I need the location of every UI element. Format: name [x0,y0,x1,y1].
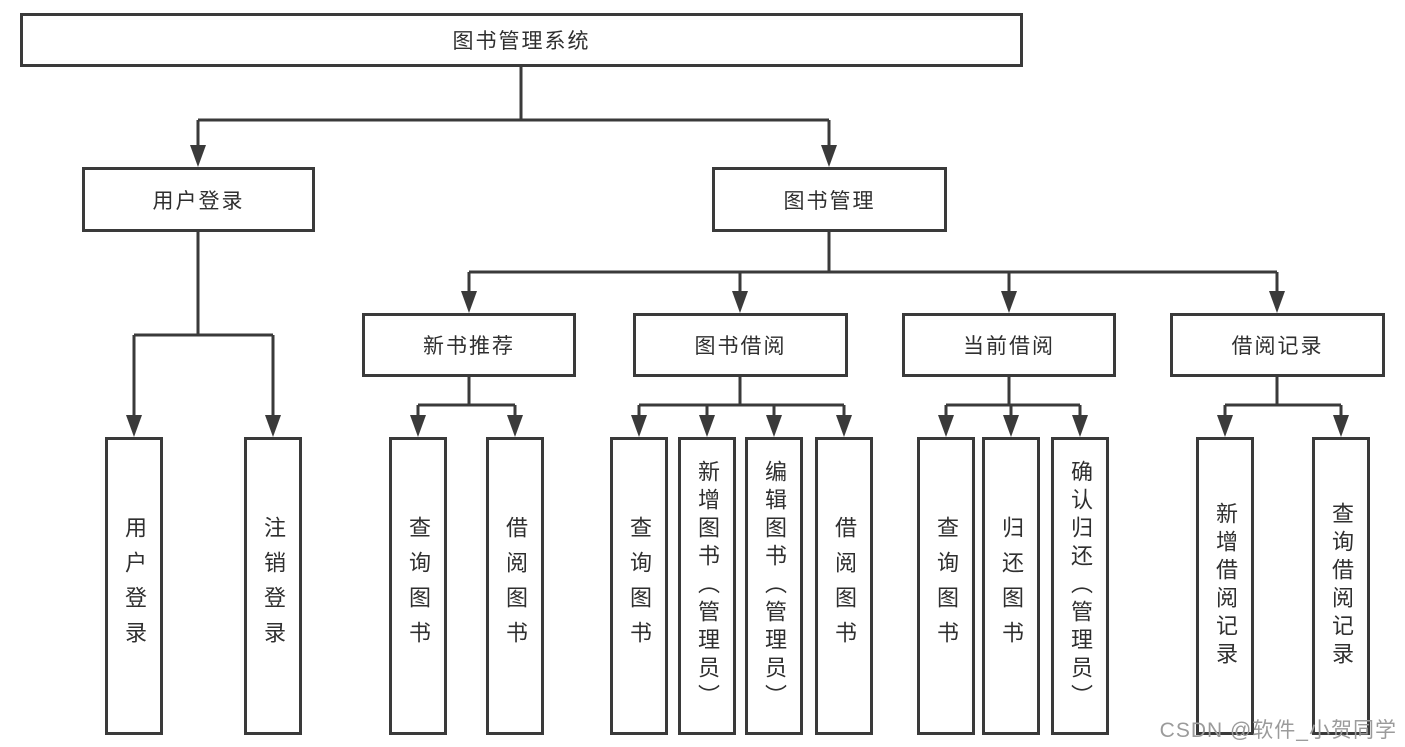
leaf-label: 用户登录 [122,516,147,656]
leaf-label: 注销登录 [261,516,286,656]
leaf-query-books-recommend: 查询图书 [389,437,447,735]
connector-root-to-level2 [190,67,837,167]
node-label: 借阅记录 [1231,335,1324,358]
leaf-label: 归还图书 [999,516,1024,656]
leaf-logout: 注销登录 [244,437,302,735]
leaf-label: 查询图书 [934,516,959,656]
leaf-add-borrow-record: 新增借阅记录 [1196,437,1254,735]
leaf-label: 新增图书（管理员） [695,460,720,712]
connector-book-management-to-level3 [461,232,1285,313]
node-book-borrow: 图书借阅 [633,313,848,377]
connector-borrow-records-to-leaves [1217,377,1349,437]
node-label: 图书管理系统 [452,30,591,53]
node-label: 图书借阅 [694,335,787,358]
leaf-query-books-borrow: 查询图书 [610,437,668,735]
leaf-label: 查询图书 [406,516,431,656]
leaf-label: 借阅图书 [832,516,857,656]
node-user-login: 用户登录 [82,167,315,232]
leaf-label: 编辑图书（管理员） [762,460,787,712]
leaf-return-book: 归还图书 [982,437,1040,735]
connector-book-borrow-to-leaves [631,377,852,437]
leaf-label: 确认归还（管理员） [1068,460,1093,712]
connector-new-book-recommend-to-leaves [410,377,523,437]
leaf-edit-book-admin: 编辑图书（管理员） [745,437,803,735]
node-root-library-system: 图书管理系统 [20,13,1023,67]
leaf-confirm-return-admin: 确认归还（管理员） [1051,437,1109,735]
leaf-label: 借阅图书 [503,516,528,656]
node-borrow-records: 借阅记录 [1170,313,1385,377]
leaf-borrow-books-recommend: 借阅图书 [486,437,544,735]
leaf-add-book-admin: 新增图书（管理员） [678,437,736,735]
node-label: 当前借阅 [963,335,1055,358]
node-current-borrow: 当前借阅 [902,313,1116,377]
node-label: 新书推荐 [423,335,515,358]
leaf-label: 新增借阅记录 [1213,502,1238,670]
node-new-book-recommend: 新书推荐 [362,313,576,377]
leaf-user-login: 用户登录 [105,437,163,735]
node-label: 图书管理 [783,189,876,213]
leaf-borrow-books: 借阅图书 [815,437,873,735]
csdn-watermark: CSDN @软件_小贺同学 [1159,719,1397,742]
leaf-label: 查询图书 [627,516,652,656]
connector-user-login-to-leaves [126,232,281,437]
connector-current-borrow-to-leaves [938,377,1088,437]
node-book-management: 图书管理 [712,167,947,232]
leaf-query-borrow-record: 查询借阅记录 [1312,437,1370,735]
leaf-query-books-current: 查询图书 [917,437,975,735]
node-label: 用户登录 [152,189,245,213]
leaf-label: 查询借阅记录 [1329,502,1354,670]
